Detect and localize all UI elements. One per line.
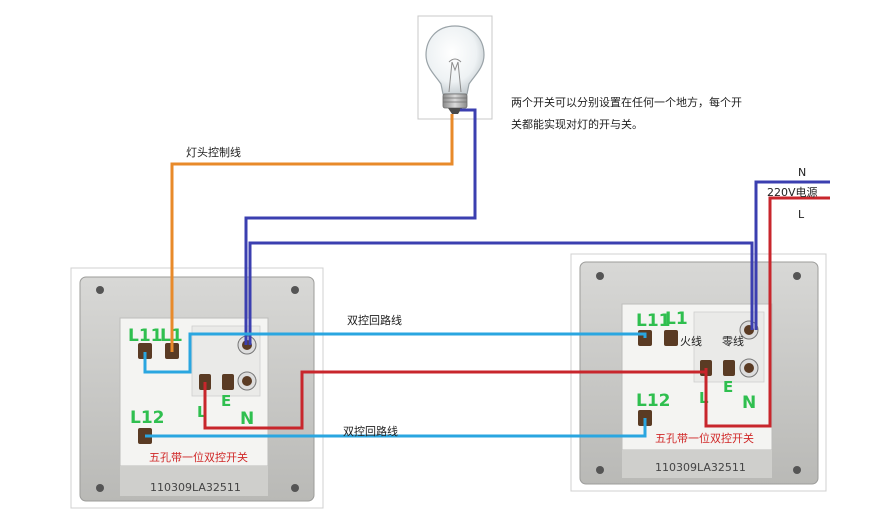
lamp-neutral-wire xyxy=(244,108,477,345)
left-term-l11: L11 xyxy=(128,326,163,346)
right-term-e: E xyxy=(723,378,733,396)
power-source-label: 220V电源 xyxy=(767,185,818,199)
loop-label-top: 双控回路线 xyxy=(347,313,402,327)
left-term-l: L xyxy=(197,403,207,421)
right-term-l11: L11 xyxy=(636,311,671,331)
annotation-line2: 关都能实现对灯的开与关。 xyxy=(511,117,643,131)
right-term-n: N xyxy=(742,393,756,413)
power-l-label: L xyxy=(798,208,805,221)
live-power-wire xyxy=(704,196,830,428)
right-neutral-label: 零线 xyxy=(722,334,744,348)
left-switch-serial: 110309LA32511 xyxy=(150,481,241,494)
light-bulb xyxy=(417,15,493,120)
lamp-control-label: 灯头控制线 xyxy=(186,145,241,159)
neutral-power-wire xyxy=(754,180,830,330)
right-switch-serial: 110309LA32511 xyxy=(655,461,746,474)
neutral-supply-wire xyxy=(248,241,754,345)
right-switch-caption: 五孔带一位双控开关 xyxy=(655,431,754,445)
power-n-label: N xyxy=(798,166,806,179)
annotation-line1: 两个开关可以分别设置在任何一个地方，每个开 xyxy=(511,95,742,109)
left-switch-caption: 五孔带一位双控开关 xyxy=(149,450,248,464)
loop-label-bottom: 双控回路线 xyxy=(343,424,398,438)
left-term-n: N xyxy=(240,409,254,429)
loop-wire-bottom xyxy=(145,418,647,438)
left-term-e: E xyxy=(221,392,231,410)
right-term-l: L xyxy=(699,389,709,407)
left-term-l12: L12 xyxy=(130,408,165,428)
right-live-label: 火线 xyxy=(680,334,702,348)
live-link-wire xyxy=(203,370,706,430)
loop-wire-top xyxy=(143,332,647,374)
lamp-control-wire xyxy=(170,114,454,352)
left-switch-panel xyxy=(70,267,324,509)
right-term-l12: L12 xyxy=(636,391,671,411)
right-term-l1: L1 xyxy=(665,309,688,329)
